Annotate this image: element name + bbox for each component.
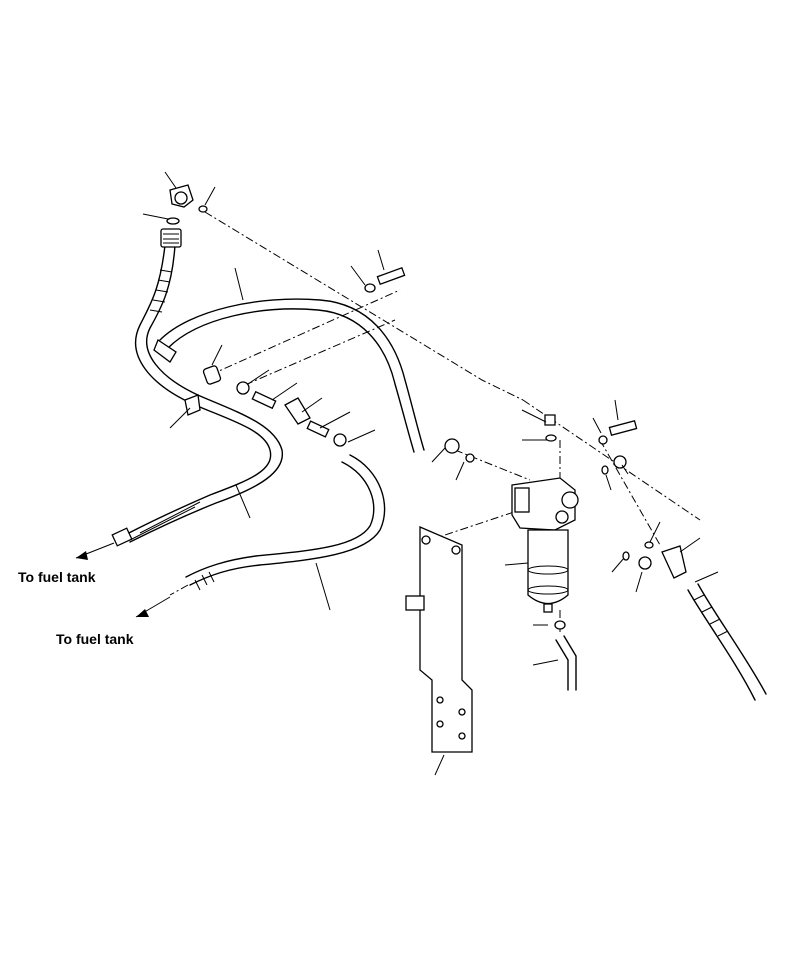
upper-elbow-fitting <box>166 184 208 225</box>
centerline-filter-in <box>454 449 531 481</box>
fuel-filter-assembly <box>511 477 579 613</box>
centerline-top <box>204 211 524 401</box>
filter-fittings <box>444 414 687 579</box>
mounting-bracket <box>405 526 473 753</box>
centerline-elbow <box>599 439 661 546</box>
upper-bolt <box>364 266 406 293</box>
right-hose-section <box>687 583 767 701</box>
lower-fuel-hose <box>169 454 386 596</box>
arrow-head-icon <box>76 551 88 560</box>
clamp-and-connector-parts <box>184 365 347 447</box>
label-to-fuel-tank-upper: To fuel tank <box>18 569 96 585</box>
arrow-head-icon <box>136 609 149 617</box>
centerline-clamp <box>244 319 396 386</box>
return-hose <box>153 298 425 453</box>
drain-hose <box>554 620 577 691</box>
centerline-bracket <box>429 509 521 541</box>
label-to-fuel-tank-lower: To fuel tank <box>56 631 134 647</box>
flow-arrows <box>75 542 171 618</box>
centerline-bolt <box>209 289 401 376</box>
leader-lines <box>142 171 719 776</box>
left-fuel-hose <box>111 228 283 547</box>
